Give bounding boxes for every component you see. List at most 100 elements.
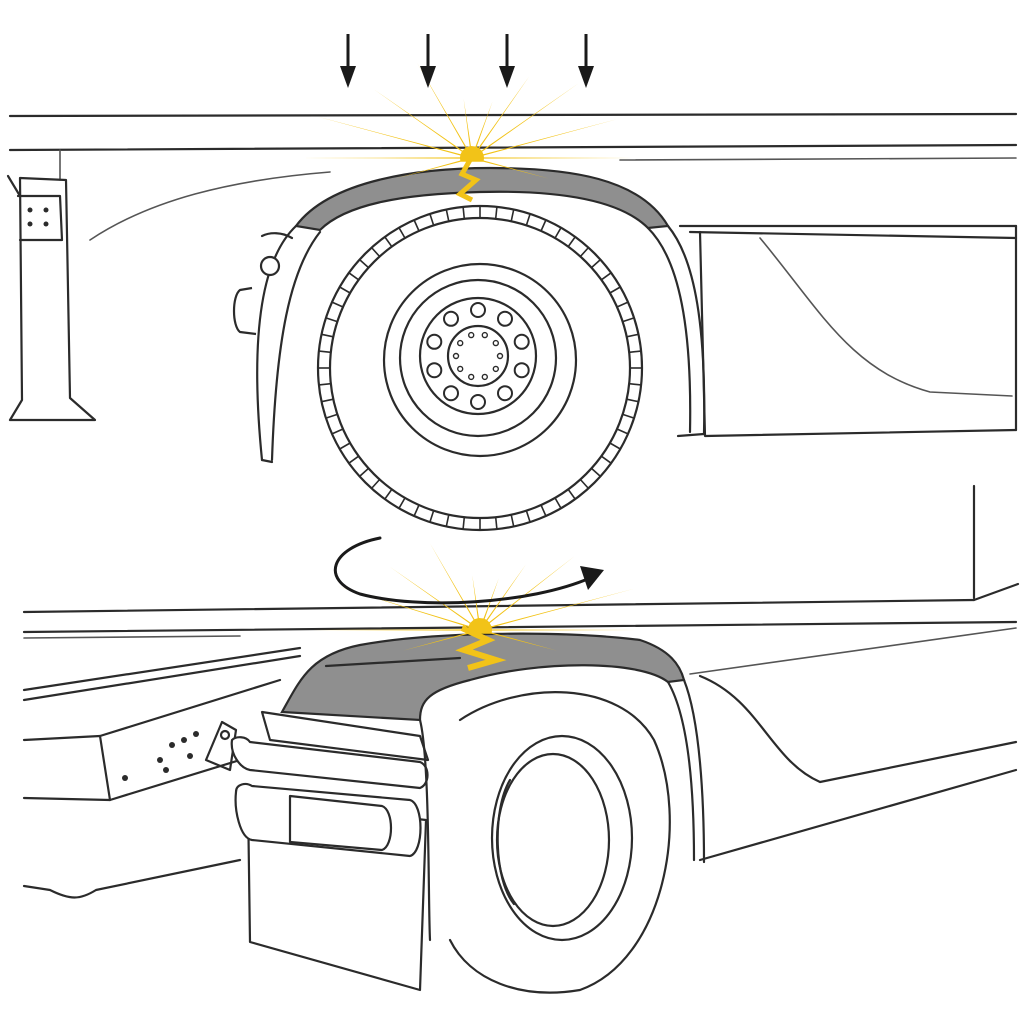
landing-leg xyxy=(6,174,97,422)
tread-tick xyxy=(567,236,576,248)
tread-tick xyxy=(413,504,420,517)
down-arrow-icon xyxy=(578,34,594,88)
tread-tick xyxy=(348,455,360,464)
trailer-frame xyxy=(22,484,1020,899)
tread-tick xyxy=(445,514,450,527)
wheel xyxy=(316,204,644,532)
tread-tick xyxy=(540,219,547,232)
hub-bolt xyxy=(468,331,475,339)
wheel-stud xyxy=(443,385,459,402)
tread-tick xyxy=(318,382,331,386)
hub-bolt xyxy=(481,373,488,381)
hub-bolt xyxy=(452,352,460,360)
crack-icon xyxy=(455,625,507,671)
wheel-stud xyxy=(497,385,513,402)
hub-bolt xyxy=(492,365,499,373)
tread-tick xyxy=(445,209,450,222)
wheel-stud xyxy=(426,333,443,350)
tread-tick xyxy=(429,510,435,523)
impact-burst-icon xyxy=(310,543,645,651)
tread-tick xyxy=(609,286,621,294)
tread-tick xyxy=(554,497,562,509)
tread-tick xyxy=(371,247,381,258)
tread-tick xyxy=(321,333,334,338)
hub-bolt xyxy=(457,339,464,347)
tread-tick xyxy=(622,413,635,419)
tread-tick xyxy=(325,413,338,419)
tread-tick xyxy=(429,213,435,226)
tread-tick xyxy=(616,428,629,435)
tread-tick xyxy=(494,206,498,219)
hub-bolt xyxy=(492,339,499,347)
wheel-stud xyxy=(513,333,530,350)
tread-tick xyxy=(525,213,531,226)
impact-burst-top xyxy=(302,62,632,179)
crack-icon xyxy=(455,158,481,203)
mudflap xyxy=(230,710,430,992)
wheel-stud xyxy=(497,310,513,327)
wheel-stud xyxy=(426,362,443,379)
fender xyxy=(280,632,706,942)
tread-tick xyxy=(339,286,351,294)
wheel-stud xyxy=(470,302,486,318)
fender xyxy=(256,166,706,464)
down-arrow-icon xyxy=(340,34,356,88)
tread-tick xyxy=(325,317,338,323)
fender-bottom xyxy=(280,632,686,722)
wheel-studs xyxy=(426,302,530,410)
tread-tick xyxy=(616,301,629,308)
tread-tick xyxy=(626,333,639,338)
impact-burst-bottom xyxy=(310,543,645,651)
hub-bolt xyxy=(468,373,475,381)
tread-tick xyxy=(462,206,466,219)
tread-tick xyxy=(371,478,381,489)
tread-tick xyxy=(331,301,344,308)
tread-tick xyxy=(398,497,406,509)
wheel-stud xyxy=(443,310,459,327)
tread-tick xyxy=(579,478,589,489)
tread-tick xyxy=(384,488,393,500)
tread-tick xyxy=(579,247,589,258)
tread-tick xyxy=(318,350,331,354)
tread-tick xyxy=(321,398,334,403)
tread-tick xyxy=(384,236,393,248)
tread-tick xyxy=(567,488,576,500)
fender-top xyxy=(294,166,670,232)
tread-tick xyxy=(609,442,621,450)
impact-burst-icon xyxy=(302,62,632,179)
tread-tick xyxy=(359,467,370,477)
hub-bolt xyxy=(496,352,504,360)
tread-tick xyxy=(398,227,406,239)
tread-tick xyxy=(525,510,531,523)
hub-bolts xyxy=(452,331,504,381)
hub-bolt xyxy=(481,331,488,339)
tread-tick xyxy=(590,467,601,477)
tread-tick xyxy=(626,398,639,403)
wheel-stud xyxy=(513,362,530,379)
tread-tick xyxy=(629,350,642,354)
tread-tick xyxy=(462,517,466,530)
down-arrow-icon xyxy=(499,34,515,88)
tread-tick xyxy=(510,209,515,222)
tread-tick xyxy=(359,259,370,269)
tread-tick xyxy=(348,272,360,281)
wheel-stud xyxy=(470,394,486,410)
tyre-tread xyxy=(318,206,642,530)
hub-bolt xyxy=(457,365,464,373)
top-panel xyxy=(6,34,1018,532)
tread-tick xyxy=(331,428,344,435)
force-arrows xyxy=(340,34,594,88)
tread-tick xyxy=(554,227,562,239)
marker-light xyxy=(232,232,294,336)
tread-tick xyxy=(629,382,642,386)
trailer-body xyxy=(8,112,1018,438)
down-arrow-icon xyxy=(420,34,436,88)
tread-tick xyxy=(413,219,420,232)
rotation-arrow-icon xyxy=(333,536,604,605)
wheel xyxy=(448,691,671,994)
tread-tick xyxy=(600,272,612,281)
tread-tick xyxy=(339,442,351,450)
tread-tick xyxy=(494,517,498,530)
tread-tick xyxy=(540,504,547,517)
